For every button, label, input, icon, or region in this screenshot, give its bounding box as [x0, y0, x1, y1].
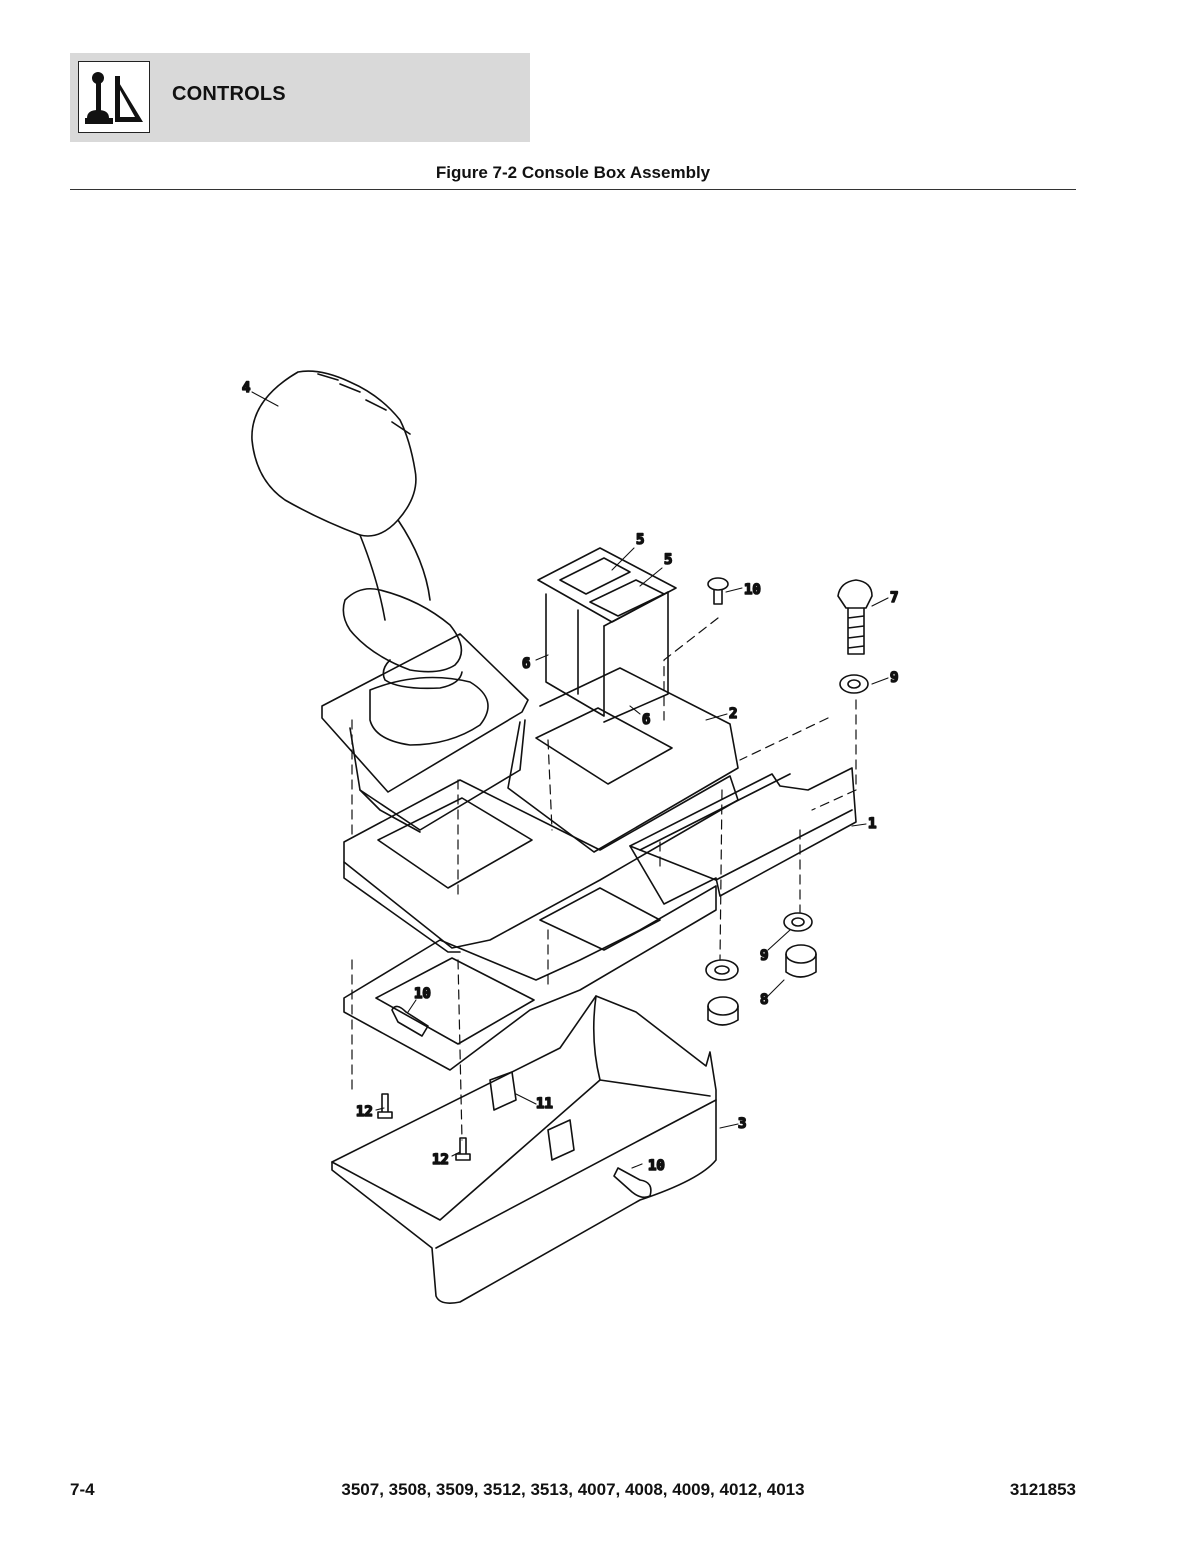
header-divider [70, 189, 1076, 190]
document-number: 3121853 [1009, 1480, 1076, 1499]
lower-frame [343, 885, 717, 1071]
console-tray [331, 995, 717, 1304]
callout-2: 2 [729, 706, 737, 722]
hardware-parts [377, 577, 873, 1199]
boot-plate [321, 633, 529, 833]
callout-12b: 12 [432, 1152, 449, 1168]
callout-1: 1 [868, 816, 876, 832]
assembly-guide-lines [351, 617, 857, 1141]
callout-7: 7 [890, 590, 898, 606]
callout-9b: 9 [760, 948, 768, 964]
callout-8: 8 [760, 992, 768, 1008]
callout-9a: 9 [890, 670, 898, 686]
page-number: 7-4 [70, 1480, 95, 1499]
callout-10b: 10 [414, 986, 431, 1002]
callout-11: 11 [536, 1096, 553, 1112]
callout-5a: 5 [636, 532, 644, 548]
joystick-control-icon [78, 61, 150, 133]
mounting-channel [629, 767, 857, 905]
rocker-switches [537, 547, 677, 723]
callout-12a: 12 [356, 1104, 373, 1120]
joystick-handle [251, 370, 463, 690]
callout-6b: 6 [642, 712, 650, 728]
callout-3: 3 [738, 1116, 746, 1132]
top-cover [343, 667, 739, 953]
model-list: 3507, 3508, 3509, 3512, 3513, 4007, 4008… [341, 1480, 805, 1499]
callout-6a: 6 [522, 656, 530, 672]
callout-4: 4 [242, 380, 250, 396]
callout-5b: 5 [664, 552, 672, 568]
figure-title: Figure 7-2 Console Box Assembly [435, 163, 711, 182]
callout-10a: 10 [744, 582, 761, 598]
section-title: CONTROLS [172, 83, 286, 105]
callout-leaders [251, 391, 889, 1169]
callout-10c: 10 [648, 1158, 665, 1174]
